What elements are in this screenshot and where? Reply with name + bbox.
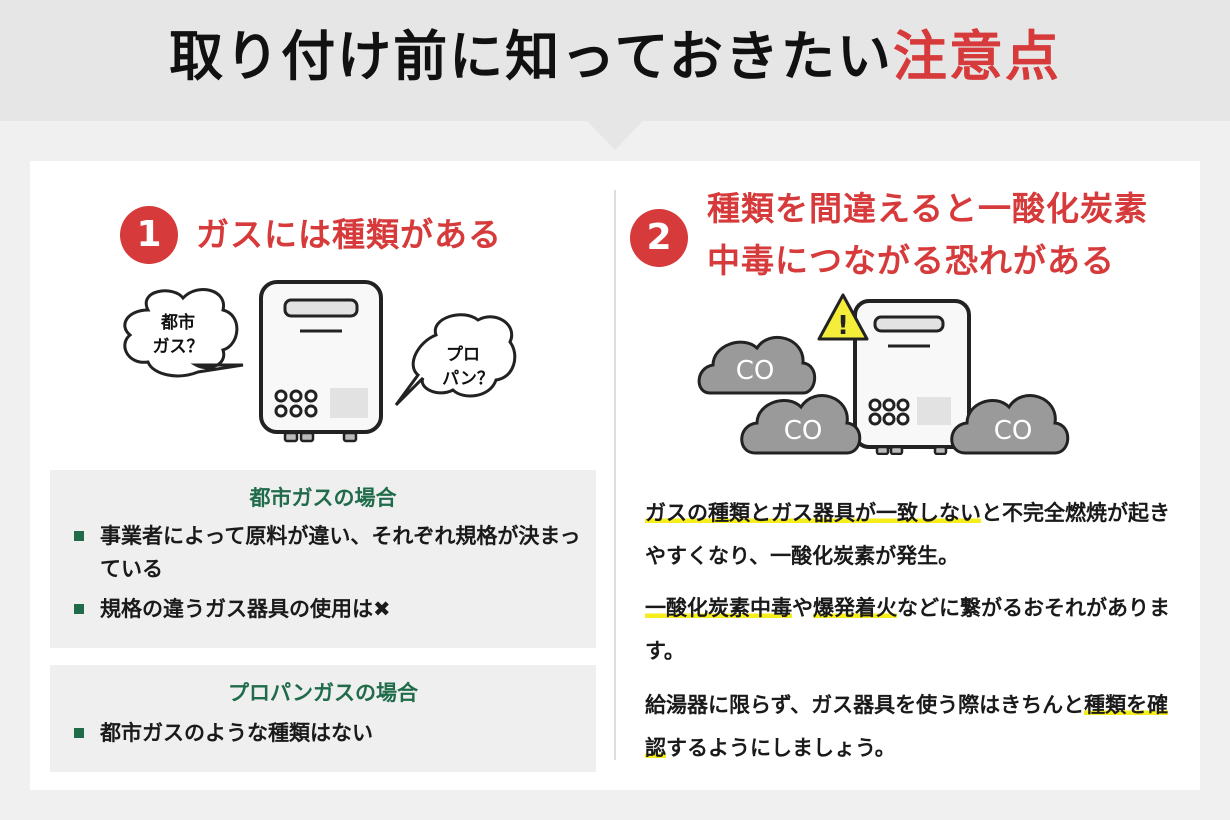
city-gas-item: 規格の違うガス器具の使用は✖ (50, 593, 596, 626)
highlighted-text: ガスの種類とガス器具が一致しない (645, 501, 981, 525)
propane-gas-heading: プロパンガスの場合 (227, 681, 419, 705)
header-notch (586, 120, 644, 150)
paragraph-co-poisoning: 一酸化炭素中毒や爆発着火などに繋がるおそれがあります。 (645, 596, 1170, 663)
propane-gas-box: プロパンガスの場合 都市ガスのような種類はない (50, 665, 596, 772)
speech-bubble-right-icon: プロ パン？ (394, 313, 517, 407)
section1-heading: ガスには種類がある (196, 215, 502, 254)
highlighted-text: 一酸化炭素中毒 (645, 596, 792, 620)
page-title: 取り付け前に知っておきたい注意点 (0, 22, 1230, 92)
svg-text:CO: CO (736, 356, 775, 386)
section1-number-badge: 1 (120, 206, 178, 264)
city-gas-item: 事業者によって原料が違い、それぞれ規格が決まっている (50, 520, 590, 586)
svg-text:プロ: プロ (446, 344, 480, 365)
co-cloud-icon (697, 335, 1070, 455)
co-warning-illustration: ! CO CO CO (697, 293, 1070, 455)
header-band (0, 0, 1230, 121)
svg-text:!: ! (837, 311, 849, 341)
section2-heading-line2: 中毒につながる恐れがある (707, 241, 1115, 280)
paragraph-incomplete-combustion: ガスの種類とガス器具が一致しないと不完全燃焼が起きやすくなり、一酸化炭素が発生。 (645, 501, 1170, 568)
svg-text:パン？: パン？ (442, 369, 494, 389)
svg-text:CO: CO (994, 416, 1033, 446)
warning-triangle-icon: ! (817, 293, 869, 341)
water-heater-icon (853, 299, 971, 455)
paragraph-confirm-type: 給湯器に限らず、ガス器具を使う際はきちんと種類を確認するようにしましょう。 (645, 693, 1169, 760)
highlighted-text: 爆発着火 (813, 596, 897, 620)
title-accent: 注意点 (892, 25, 1061, 88)
city-gas-box: 都市ガスの場合 事業者によって原料が違い、それぞれ規格が決まっている 規格の違う… (50, 470, 596, 648)
water-heater-icon (259, 280, 383, 443)
section2-number-badge: 2 (630, 209, 688, 267)
svg-text:CO: CO (784, 416, 823, 446)
section2-heading-line1: 種類を間違えると一酸化炭素 (707, 189, 1149, 228)
speech-bubble-left-icon: 都市 ガス？ (123, 288, 244, 378)
column-divider (614, 190, 616, 760)
propane-gas-item: 都市ガスのような種類はない (50, 717, 596, 750)
water-heater-illustration-1: 都市 ガス？ プロ パン？ (123, 280, 517, 443)
svg-text:都市: 都市 (160, 312, 195, 333)
title-main: 取り付け前に知っておきたい (169, 25, 893, 88)
svg-text:ガス？: ガス？ (153, 337, 204, 357)
city-gas-heading: 都市ガスの場合 (249, 486, 397, 510)
